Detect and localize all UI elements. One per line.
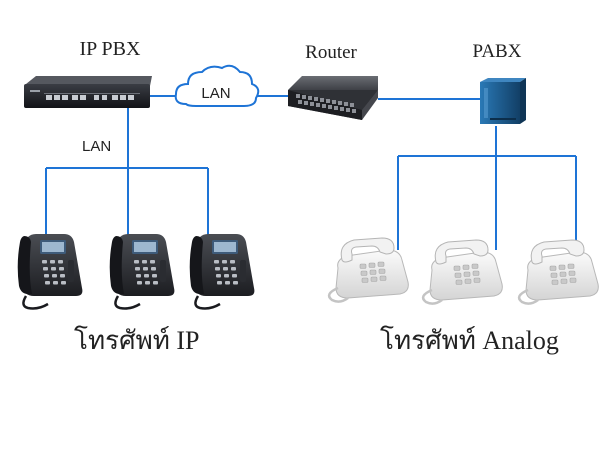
analog-phone-icon [421,238,504,305]
network-switch-icon [288,76,378,120]
router-device: Router [288,42,378,120]
ip-phones-label: โทรศัพท์ IP [74,325,199,355]
ip-phone-group [16,232,256,310]
analog-phone-icon [327,236,410,303]
rack-server-icon [24,76,152,108]
ip-desk-phone-icon [108,232,176,310]
analog-phone-icon [517,238,600,305]
network-wires [45,95,577,250]
ip-desk-phone-icon [188,232,256,310]
pabx-cabinet-icon [480,78,526,124]
router-label: Router [305,42,357,63]
pabx-device: PABX [473,41,526,124]
ip-pbx-device: IP PBX [24,38,152,108]
cloud-icon [174,64,260,107]
cloud-lan: LAN [174,64,260,107]
ip-pbx-label: IP PBX [80,38,142,60]
lan-label: LAN [82,138,111,155]
cloud-lan-label: LAN [201,85,230,102]
analog-phones-label: โทรศัพท์ Analog [380,325,559,355]
ip-desk-phone-icon [16,232,84,310]
pabx-label: PABX [473,41,522,62]
analog-phone-group [327,236,600,305]
